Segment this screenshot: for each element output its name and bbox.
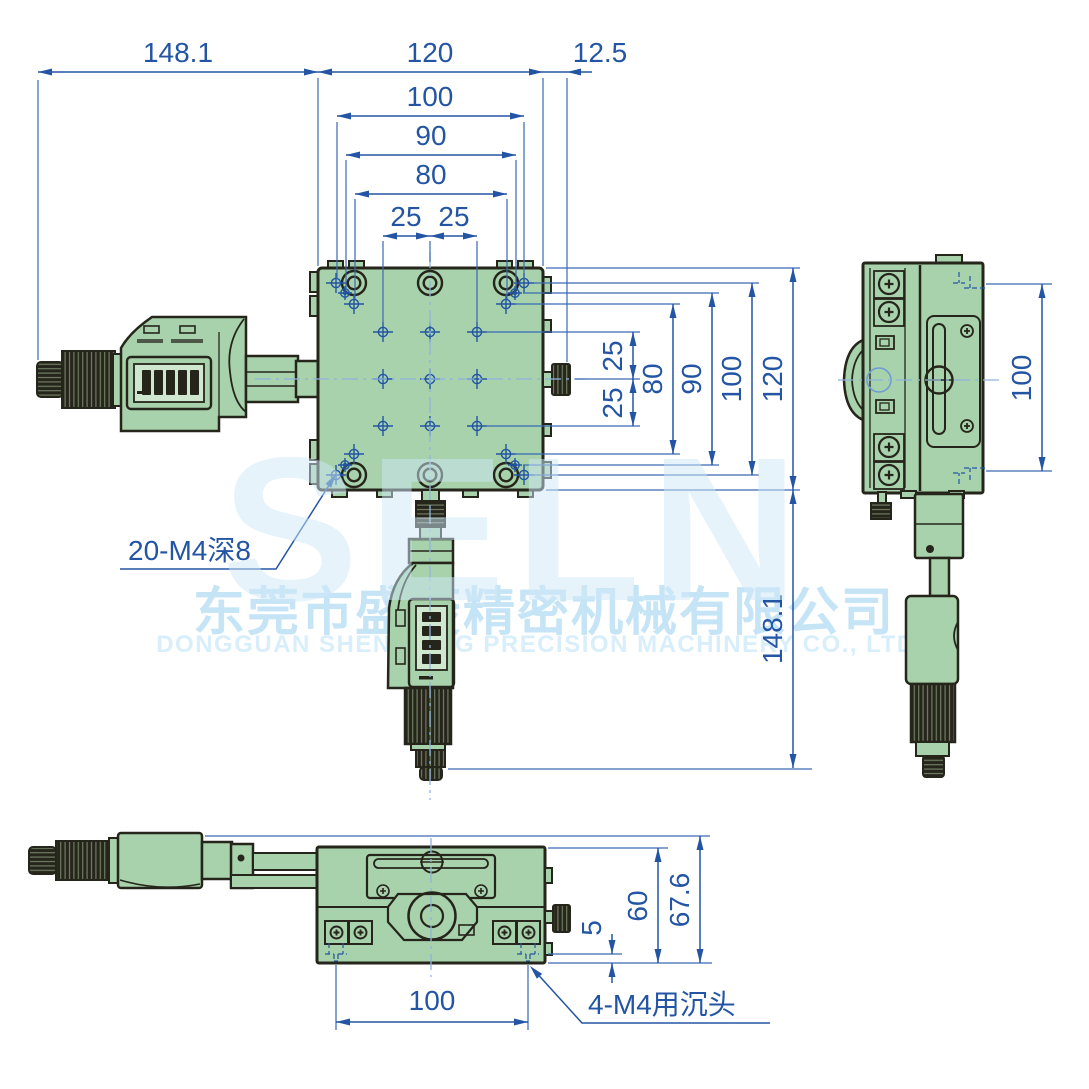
dim-overall-height: 148.1 [757,594,788,664]
micrometer-neck [928,556,951,598]
note-front-holes: 20-M4深8 [120,474,336,570]
dimension-annotations: 148.1 120 12.5 100 90 80 25 25 25 25 80 … [38,37,1046,1026]
micrometer-body [116,831,204,890]
micrometer-tip-knurl [922,755,945,778]
side-y-micrometer [870,491,965,778]
watermark-company-cn: 东莞市盛菱精密机械有限公司 [193,584,895,642]
micrometer-button [395,647,406,665]
micrometer-thimble-knurl [909,682,957,744]
dim-side-height: 100 [1006,355,1037,402]
bottom-x-micrometer [28,831,319,890]
frame-arm [230,874,319,889]
dim-knob-width: 12.5 [573,37,628,68]
x-axis-micrometer [36,315,320,433]
spindle-rod [252,852,319,871]
dim-col25-bottom: 25 [597,387,628,418]
dim-offset5: 5 [576,920,607,936]
dim-grid25-right: 25 [438,201,469,232]
dim-grid25-left: 25 [390,201,421,232]
bottom-stage-body [315,845,571,965]
side-view [838,254,1000,778]
centerlines-front [255,252,585,800]
base-screw-blocks [324,920,541,945]
edge-tabs [309,260,552,498]
dim-col100: 100 [716,356,747,403]
micrometer-barrel [904,594,960,686]
micrometer-thimble-knurl [403,686,453,746]
micrometer-button [395,609,406,627]
dim-height676: 67.6 [664,873,695,928]
note-base-holes-label: 4-M4用沉头 [588,989,736,1020]
hidden-counterbores-side [953,272,985,484]
lcd-digits [419,612,441,680]
micrometer-tip-knurl [36,361,64,398]
lcd-frame [125,355,213,411]
leader-arrow [325,474,336,488]
dim-base-holes-span: 100 [409,985,456,1016]
lcd-digits [137,370,199,395]
front-view [36,252,585,800]
dim-col80: 80 [637,363,668,394]
micrometer-tip-knurl [419,766,443,781]
dim-col90: 90 [676,363,707,394]
micrometer-neck [200,840,234,881]
extension-lines [37,78,1052,1030]
adjust-slot [932,323,946,435]
micrometer-thimble-knurl [55,840,110,881]
micrometer-tip-knurl [28,846,57,875]
note-base-holes: 4-M4用沉头 [530,966,770,1024]
side-screws [873,270,905,490]
lock-knob-side [552,904,571,933]
leader-arrow [530,966,543,979]
micrometer-thimble-knurl [61,350,116,409]
knob-housing [386,892,479,942]
drive-knob [407,891,457,941]
note-front-holes-label: 20-M4深8 [128,535,251,566]
micrometer-button [143,325,160,334]
watermark-brand: SELN [222,415,809,644]
lock-knob-y [870,502,892,520]
dim-height60: 60 [622,890,653,921]
hidden-counterbores-bottom [325,943,539,962]
bottom-view [28,831,571,977]
dim-col120: 120 [757,356,788,403]
y-axis-micrometer [386,489,456,781]
dim-overall-width: 148.1 [143,37,213,68]
dim-col25-top: 25 [597,340,628,371]
dim-stage-width: 120 [407,37,454,68]
dim-row100: 100 [407,81,454,112]
dim-row80: 80 [415,159,446,190]
micrometer-button [179,325,196,334]
micrometer-bracket [913,492,965,560]
dim-row90: 90 [415,120,446,151]
